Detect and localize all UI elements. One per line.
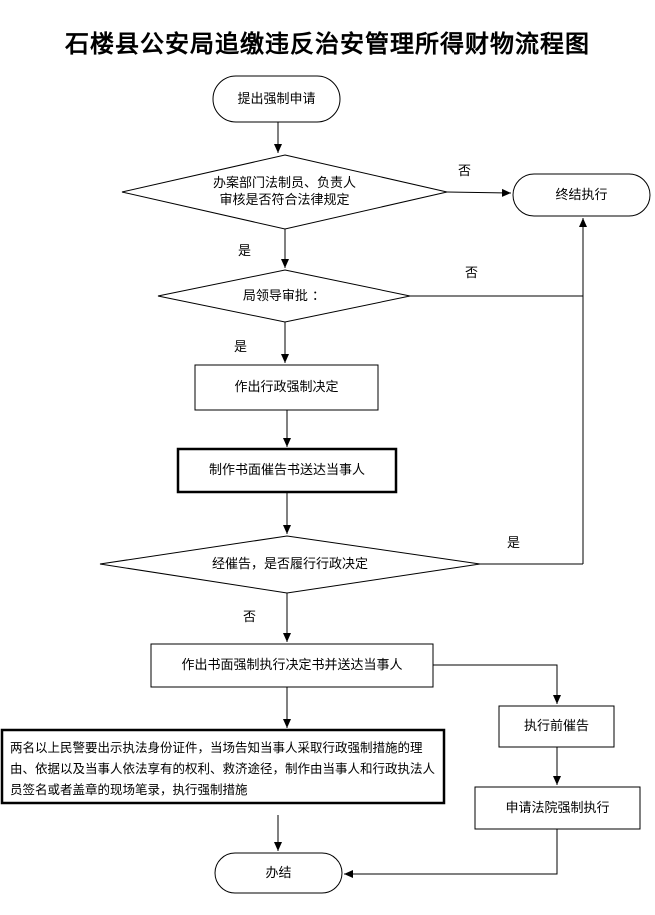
start-label: 提出强制申请 (237, 92, 316, 107)
review-no-label: 否 (458, 164, 472, 179)
review-label-line1: 办案部门法制员、负责人 (212, 176, 356, 191)
start-terminal (212, 75, 341, 123)
leader-no-label: 否 (465, 266, 479, 281)
fulfilled-label: 经催告，是否履行行政决定 (211, 557, 368, 572)
done-terminal (214, 852, 343, 894)
admin-decision-label: 作出行政强制决定 (234, 380, 339, 395)
leader-yes-label: 是 (234, 340, 248, 355)
review-yes-label: 是 (238, 244, 252, 259)
review-label-line2: 审核是否符合法律规定 (219, 193, 350, 208)
page-title: 石楼县公安局追缴违反治安管理所得财物流程图 (65, 29, 590, 58)
fulfilled-yes-label: 是 (507, 536, 521, 551)
end-exec-label: 终结执行 (555, 188, 608, 203)
edge-review-end (446, 188, 512, 197)
leader-label: 局领导审批 ： (242, 289, 326, 304)
measures-label: 两名以上民警要出示执法身份证件，当场告知当事人采取行政强制措施的理由、依据以及当… (10, 740, 436, 797)
written-decision-label: 作出书面强制执行决定书并送达当事人 (181, 658, 403, 673)
pre-notice-label: 执行前催告 (523, 719, 589, 734)
fulfilled-no-label: 否 (243, 610, 257, 625)
measures-box (0, 728, 446, 805)
done-label: 办结 (265, 866, 292, 881)
notice-label: 制作书面催告书送达当事人 (208, 463, 365, 478)
end-exec-terminal (512, 173, 651, 217)
edge-court-done (344, 829, 558, 878)
edge-written-prenotice (433, 664, 561, 704)
court-label: 申请法院强制执行 (505, 801, 610, 816)
